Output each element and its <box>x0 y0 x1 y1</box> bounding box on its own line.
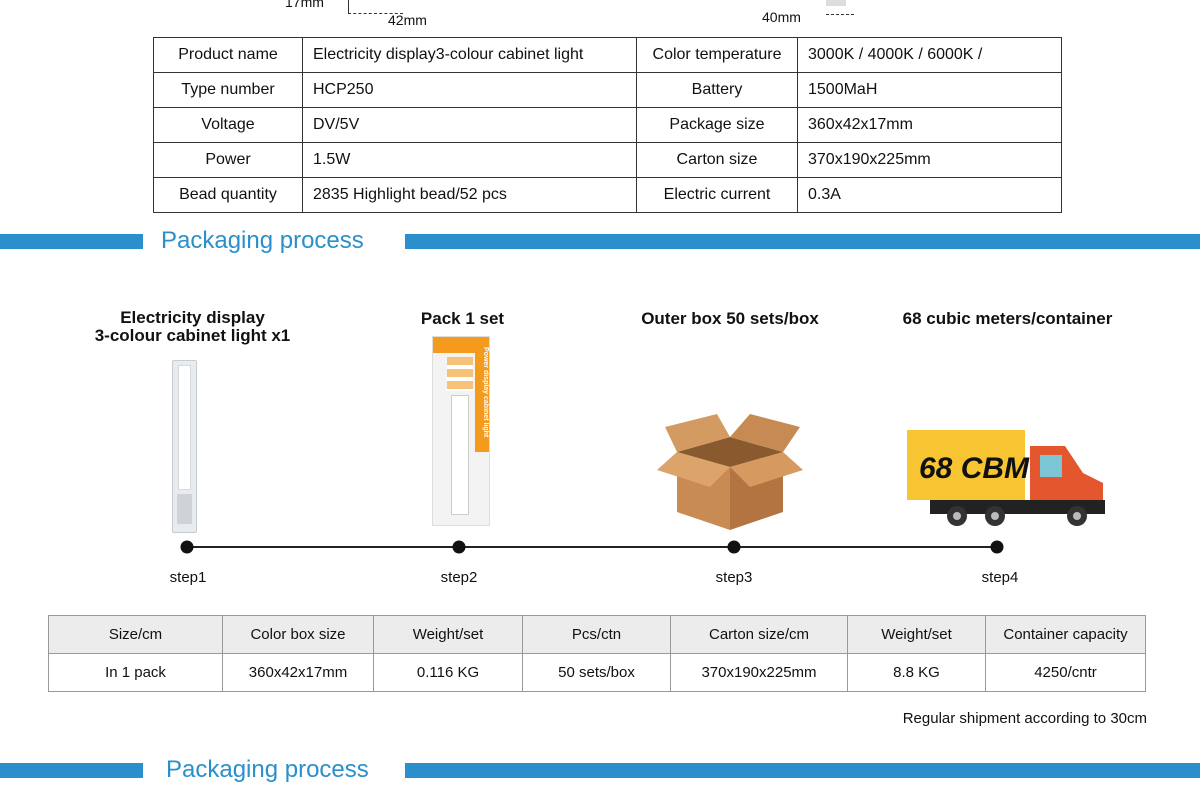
table-cell: 8.8 KG <box>847 653 986 692</box>
section-bar-left <box>0 763 143 778</box>
section-bar-right <box>405 763 1200 778</box>
column-header: Container capacity <box>985 615 1146 654</box>
step4-title: 68 cubic meters/container <box>902 309 1113 328</box>
dimension-line <box>348 0 403 14</box>
section-title: Packaging process <box>166 756 369 783</box>
carton-box-image <box>657 414 803 530</box>
column-header: Weight/set <box>847 615 986 654</box>
section-bar-left <box>0 234 143 249</box>
package-label: Power display cabinet light <box>475 347 489 452</box>
timeline-dot <box>727 540 741 554</box>
spec-label: Product name <box>153 37 303 73</box>
table-cell: 4250/cntr <box>985 653 1146 692</box>
spec-label: Type number <box>153 72 303 108</box>
spec-label: Carton size <box>636 142 798 178</box>
truck-label: 68 CBM <box>919 452 1030 485</box>
spec-label: Power <box>153 142 303 178</box>
step1-label: step1 <box>169 569 207 586</box>
step3-title: Outer box 50 sets/box <box>641 309 819 328</box>
step3-label: step3 <box>715 569 753 586</box>
spec-value: 370x190x225mm <box>797 142 1062 178</box>
table-cell: 370x190x225mm <box>670 653 848 692</box>
package-box-image: Power display cabinet light <box>432 336 490 526</box>
section-title: Packaging process <box>161 227 364 254</box>
truck-image: 68 CBM <box>907 430 1105 526</box>
section-bar-right <box>405 234 1200 249</box>
spec-label: Color temperature <box>636 37 798 73</box>
column-header: Size/cm <box>48 615 223 654</box>
width-dimension: 42mm <box>388 12 427 28</box>
table-cell: In 1 pack <box>48 653 223 692</box>
table-cell: 360x42x17mm <box>222 653 374 692</box>
spec-value: HCP250 <box>302 72 637 108</box>
side-dimension: 40mm <box>762 9 801 25</box>
timeline-dot <box>452 540 466 554</box>
step4-label: step4 <box>981 569 1019 586</box>
dimension-line <box>826 14 854 15</box>
product-thumbnail <box>826 0 846 6</box>
spec-label: Bead quantity <box>153 177 303 213</box>
spec-label: Package size <box>636 107 798 143</box>
spec-value: 2835 Highlight bead/52 pcs <box>302 177 637 213</box>
column-header: Color box size <box>222 615 374 654</box>
column-header: Pcs/ctn <box>522 615 671 654</box>
step1-title: Electricity display 3-colour cabinet lig… <box>94 308 291 345</box>
timeline-line <box>187 546 997 548</box>
step2-title: Pack 1 set <box>420 309 505 328</box>
spec-label: Battery <box>636 72 798 108</box>
height-dimension: 17mm <box>285 0 324 10</box>
spec-label: Voltage <box>153 107 303 143</box>
step2-label: step2 <box>440 569 478 586</box>
spec-label: Electric current <box>636 177 798 213</box>
spec-value: 1500MaH <box>797 72 1062 108</box>
spec-value: 1.5W <box>302 142 637 178</box>
column-header: Weight/set <box>373 615 523 654</box>
spec-value: 0.3A <box>797 177 1062 213</box>
shipment-note: Regular shipment according to 30cm <box>902 710 1147 727</box>
timeline-dot <box>180 540 194 554</box>
column-header: Carton size/cm <box>670 615 848 654</box>
timeline-dot <box>990 540 1004 554</box>
table-cell: 50 sets/box <box>522 653 671 692</box>
table-cell: 0.116 KG <box>373 653 523 692</box>
spec-value: 3000K / 4000K / 6000K / <box>797 37 1062 73</box>
spec-value: 360x42x17mm <box>797 107 1062 143</box>
spec-value: DV/5V <box>302 107 637 143</box>
spec-value: Electricity display3-colour cabinet ligh… <box>302 37 637 73</box>
cabinet-light-image <box>172 360 197 533</box>
